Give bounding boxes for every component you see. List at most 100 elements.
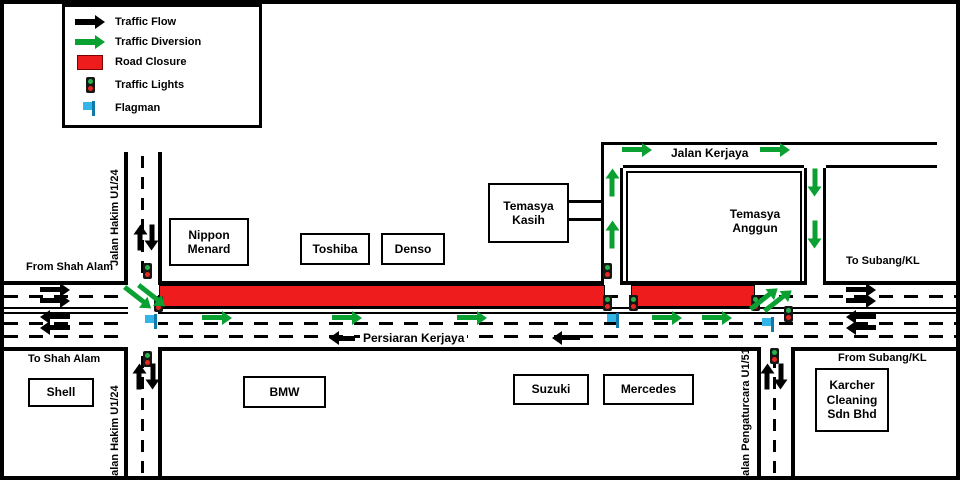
road-edge: [791, 351, 795, 476]
road-edge: [158, 351, 162, 476]
direction-to-subang: To Subang/KL: [846, 255, 920, 267]
road-edge: [124, 351, 128, 476]
driveway-edge: [569, 200, 601, 203]
legend-item-traffic-flow: Traffic Flow: [73, 15, 251, 30]
direction-from-subang: From Subang/KL: [838, 352, 927, 364]
building-temasya-kasih: Temasya Kasih: [488, 183, 569, 243]
median-line: [4, 307, 956, 309]
traffic-light-icon: [629, 295, 638, 311]
road-edge: [601, 145, 604, 282]
traffic-flow-arrow-icon: [779, 364, 784, 390]
road-edge: [124, 152, 128, 281]
traffic-diversion-arrow-icon: [73, 34, 107, 49]
traffic-light-icon: [143, 351, 152, 367]
legend-label: Traffic Flow: [115, 16, 177, 29]
flagman-flag-icon: [607, 313, 621, 328]
road-edge: [823, 168, 826, 282]
traffic-light-icon: [603, 263, 612, 279]
legend-item-traffic-lights: Traffic Lights: [73, 77, 251, 94]
road-edge: [804, 168, 807, 282]
left-road-name-lower: Jalan Hakim U1/24: [109, 385, 121, 480]
flagman-flag-icon: [762, 317, 776, 332]
diversion-arrow-icon: [610, 169, 615, 197]
left-road-name-upper: Jalan Hakim U1/24: [109, 169, 121, 266]
traffic-flow-arrow-icon: [150, 225, 155, 251]
road-closure-west: [159, 285, 605, 307]
road-edge: [601, 142, 937, 145]
diversion-arrow-icon: [610, 221, 615, 249]
building-temasya-anggun: Temasya Anggun: [626, 171, 802, 283]
road-edge: [826, 165, 937, 168]
traffic-flow-arrow-icon: [151, 364, 156, 390]
traffic-flow-arrow-icon: [765, 364, 770, 390]
junction-opening: [807, 281, 823, 286]
lane-line: [4, 335, 956, 338]
diversion-arrow-icon: [813, 221, 818, 249]
road-edge: [158, 152, 162, 281]
diversion-arrow-icon: [760, 142, 790, 157]
building-suzuki: Suzuki: [513, 374, 589, 405]
flagman-flag-icon: [73, 100, 107, 116]
traffic-flow-arrow-icon: [73, 15, 107, 30]
building-shell: Shell: [28, 378, 94, 407]
diversion-arrow-icon: [202, 310, 232, 325]
main-road-top-edge: [4, 281, 956, 285]
traffic-flow-arrow-icon: [846, 282, 876, 297]
traffic-flow-arrow-icon: [552, 335, 580, 340]
building-karcher: Karcher Cleaning Sdn Bhd: [815, 368, 889, 432]
building-bmw: BMW: [243, 376, 326, 408]
diversion-arrow-icon: [702, 310, 732, 325]
junction-opening: [604, 281, 620, 286]
building-denso: Denso: [381, 233, 445, 265]
direction-from-shah-alam: From Shah Alam: [26, 261, 113, 273]
legend-label: Traffic Diversion: [115, 35, 202, 48]
legend: Traffic Flow Traffic Diversion Road Clos…: [62, 4, 262, 128]
road-edge: [757, 351, 761, 476]
right-road-name: Jalan Pengaturcara U1/51: [740, 348, 752, 480]
building-nippon-menard: Nippon Menard: [169, 218, 249, 266]
diversion-arrow-icon: [813, 169, 818, 197]
road-closure-east: [631, 285, 755, 307]
legend-label: Road Closure: [115, 56, 187, 69]
traffic-light-icon: [143, 263, 152, 279]
traffic-flow-arrow-icon: [846, 325, 876, 330]
main-road-bottom-edge: [4, 347, 956, 351]
main-road-name: Persiaran Kerjaya: [360, 331, 468, 345]
building-mercedes: Mercedes: [603, 374, 694, 405]
diversion-arrow-icon: [457, 310, 487, 325]
building-toshiba: Toshiba: [300, 233, 370, 265]
traffic-flow-arrow-icon: [329, 336, 355, 341]
direction-to-shah-alam: To Shah Alam: [28, 353, 101, 365]
traffic-light-icon: [603, 295, 612, 311]
diversion-arrow-icon: [622, 142, 652, 157]
legend-item-flagman: Flagman: [73, 100, 251, 116]
traffic-flow-arrow-icon: [137, 364, 142, 390]
traffic-flow-arrow-icon: [138, 225, 143, 251]
center-line: [141, 156, 144, 278]
road-closure-swatch-icon: [73, 54, 107, 70]
driveway-edge: [569, 218, 601, 221]
traffic-flow-arrow-icon: [40, 293, 70, 308]
main-road-label-group: Persiaran Kerjaya: [329, 331, 468, 345]
traffic-light-icon: [73, 77, 107, 94]
diversion-arrow-icon: [652, 310, 682, 325]
road-edge: [620, 168, 623, 282]
top-road-name: Jalan Kerjaya: [668, 146, 752, 160]
building-temasya-anggun-label: Temasya Anggun: [729, 207, 781, 236]
traffic-flow-arrow-icon: [846, 293, 876, 308]
legend-item-traffic-diversion: Traffic Diversion: [73, 34, 251, 49]
road-edge: [623, 165, 804, 168]
legend-label: Flagman: [115, 102, 161, 115]
center-line: [141, 356, 144, 476]
flagman-flag-icon: [145, 314, 159, 329]
traffic-flow-arrow-icon: [846, 314, 876, 319]
center-line: [773, 356, 776, 476]
traffic-light-icon: [784, 306, 793, 322]
traffic-light-icon: [770, 348, 779, 364]
legend-label: Traffic Lights: [115, 79, 185, 92]
traffic-flow-arrow-icon: [40, 314, 70, 319]
diversion-arrow-icon: [332, 310, 362, 325]
legend-item-road-closure: Road Closure: [73, 54, 251, 70]
traffic-flow-arrow-icon: [40, 325, 70, 330]
